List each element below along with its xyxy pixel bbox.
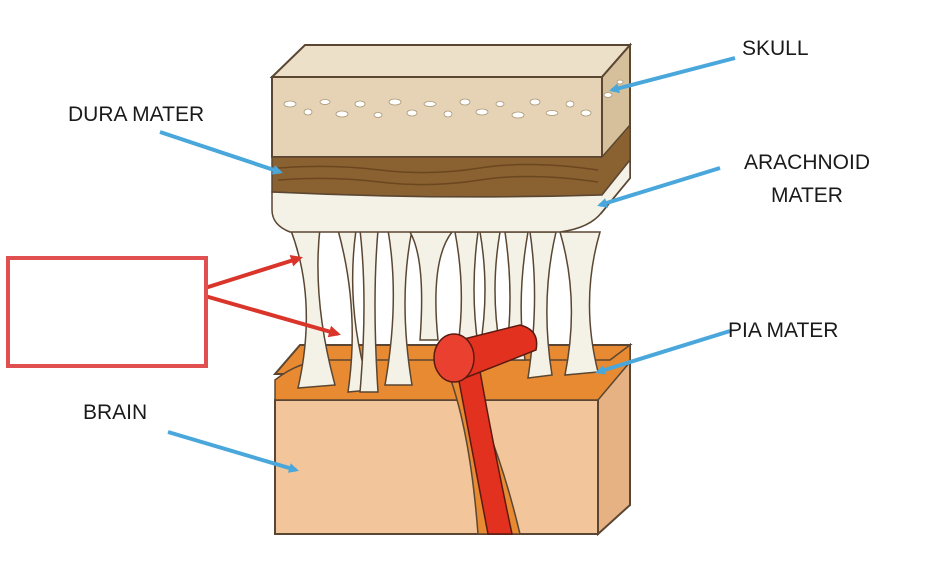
dura-waves xyxy=(277,163,599,186)
answer-box[interactable] xyxy=(6,256,208,368)
blood-vessel xyxy=(433,324,538,535)
trabecula xyxy=(454,231,479,346)
vessel-opening xyxy=(433,333,475,383)
brain-arrow xyxy=(167,430,299,473)
label-arachnoid-mater-line2: MATER xyxy=(771,184,843,207)
vessel-stem xyxy=(454,359,513,535)
answer-arrow-lower xyxy=(204,294,341,338)
dura-mater-arrow xyxy=(159,130,283,175)
brain-front-face xyxy=(274,399,599,535)
skull-diploe xyxy=(283,79,624,119)
skull-top-face xyxy=(269,44,633,78)
skull-arrow xyxy=(609,56,736,94)
arachnoid-mater-layer xyxy=(271,157,631,233)
label-pia-mater: PIA MATER xyxy=(728,319,839,342)
label-dura-mater: DURA MATER xyxy=(68,103,205,126)
trabecula xyxy=(384,229,413,386)
pia-mater-arrow xyxy=(595,329,731,375)
answer-arrow-upper xyxy=(204,254,303,290)
label-brain: BRAIN xyxy=(83,401,148,424)
arachnoid-mater-arrow xyxy=(597,166,721,208)
answer-arrows xyxy=(204,254,341,338)
skull-front-face xyxy=(271,76,603,158)
trabecula xyxy=(558,231,602,376)
trabecula xyxy=(359,229,379,393)
label-arrows xyxy=(159,56,736,473)
label-arachnoid-mater-line1: ARACHNOID xyxy=(743,151,870,174)
trabecula xyxy=(408,231,454,341)
upper-block xyxy=(269,42,633,233)
arachnoid-trabeculae xyxy=(288,227,602,393)
label-skull: SKULL xyxy=(742,37,809,60)
